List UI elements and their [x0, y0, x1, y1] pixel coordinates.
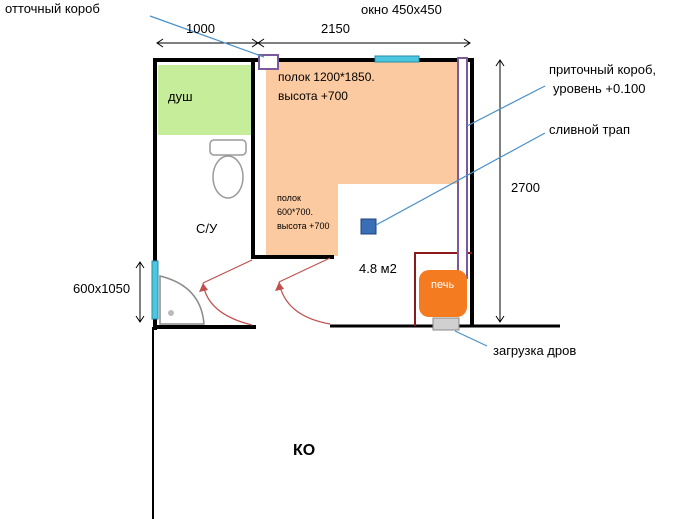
shower-area — [158, 65, 251, 135]
exhaust-vent-box — [258, 54, 279, 70]
firewood-loading-label: загрузка дров — [493, 343, 577, 358]
shower-label: душ — [168, 89, 193, 104]
door-size-label: 600x1050 — [73, 281, 131, 296]
firewood-door — [432, 317, 460, 331]
stove-label: печь — [431, 279, 455, 291]
side-window — [151, 260, 159, 320]
stove-enclosure — [414, 252, 472, 326]
stove — [419, 270, 467, 317]
upper-bench-label: полок 1200*1850. высота +700 — [278, 70, 375, 103]
dim-1000-label: 1000 — [186, 21, 215, 36]
dimension-lines — [135, 38, 505, 323]
drain-label: сливной трап — [549, 122, 630, 137]
dim-2150-label: 2150 — [321, 21, 350, 36]
lower-bench-label: полок 600*700. высота +700 — [277, 193, 330, 231]
bathroom-label: С/У — [196, 221, 218, 236]
dim-2700-label: 2700 — [511, 180, 540, 195]
tray-drain-icon — [168, 310, 174, 316]
lower-bench — [266, 184, 338, 256]
upper-bench — [266, 62, 459, 184]
ko-room-label: КО — [293, 442, 316, 459]
floor-drain — [360, 218, 377, 235]
window-label: окно 450x450 — [361, 2, 442, 17]
area-label: 4.8 м2 — [359, 261, 397, 276]
toilet-icon — [209, 139, 247, 199]
shower-tray-icon — [159, 275, 205, 325]
supply-box-label-line2: уровень +0.100 — [553, 81, 646, 96]
door-arrowheads — [199, 282, 284, 292]
exhaust-box-label: отточный короб — [5, 1, 100, 16]
window — [374, 55, 420, 63]
supply-vent-duct — [457, 57, 468, 279]
supply-box-label-line1: приточный короб, — [549, 62, 657, 77]
door-swings — [202, 257, 331, 326]
pointer-lines — [149, 15, 546, 347]
